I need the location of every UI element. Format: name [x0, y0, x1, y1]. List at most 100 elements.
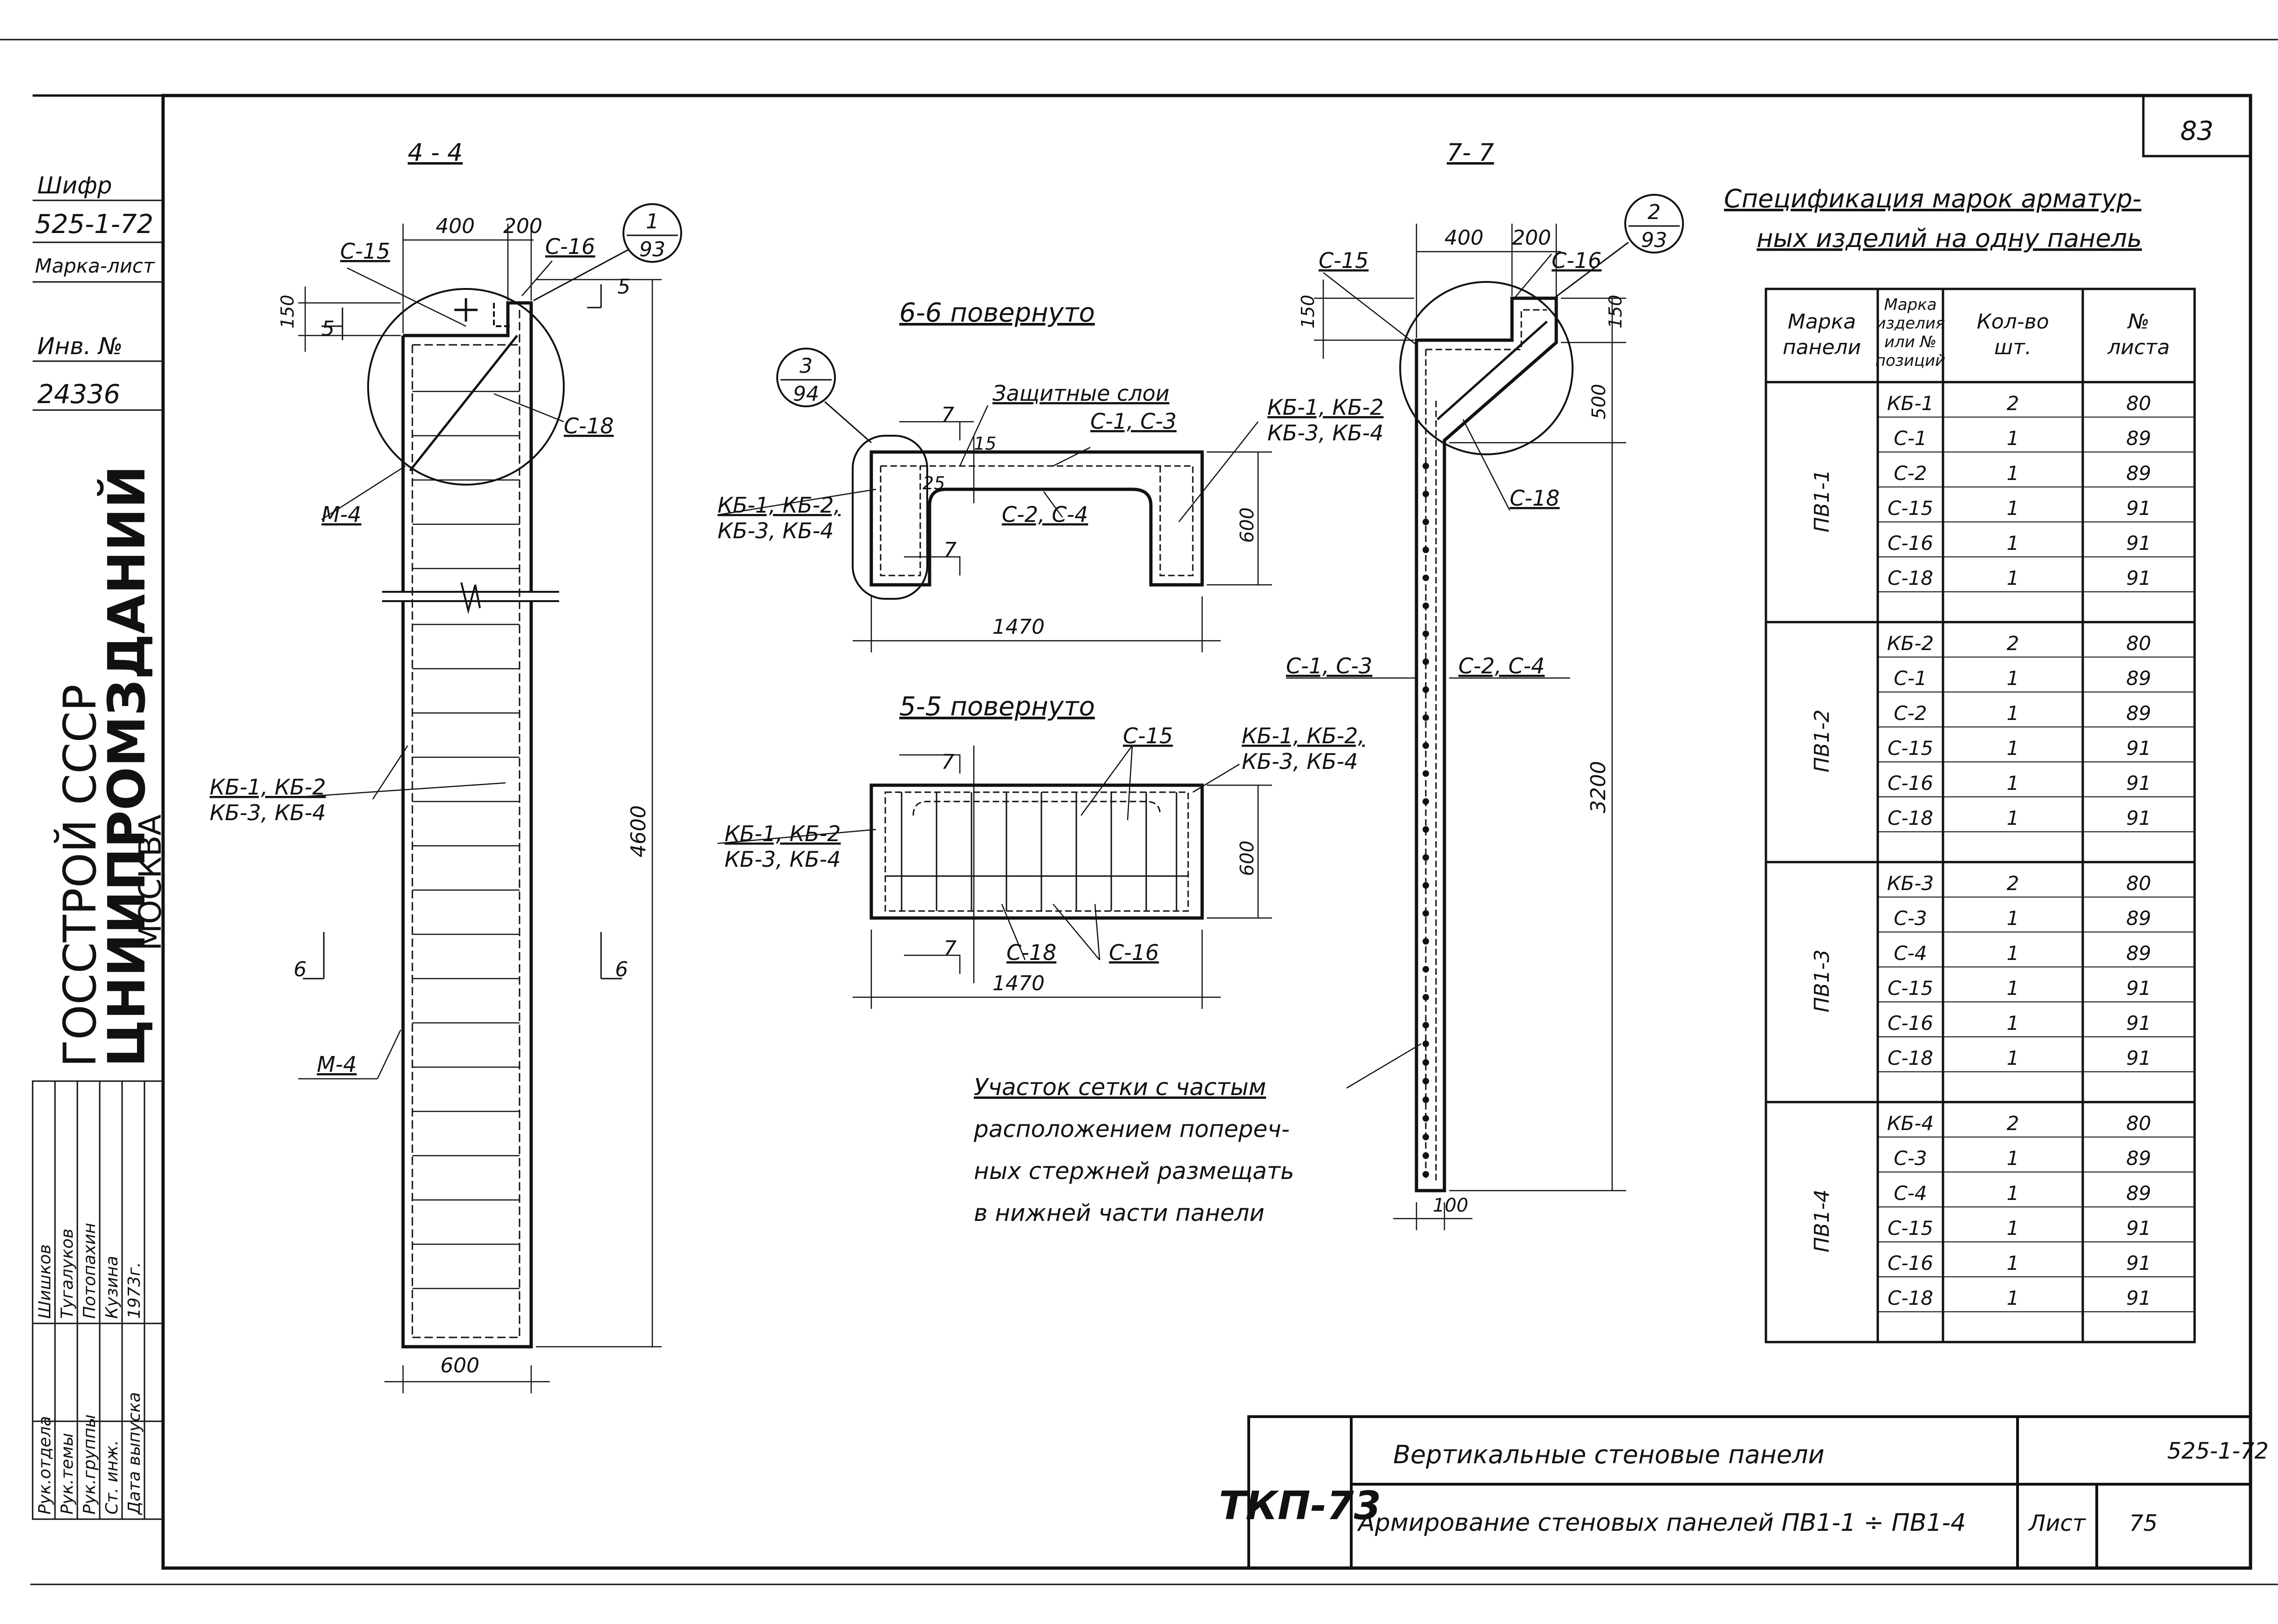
section-5-5: 5-5 повернуто — [717, 692, 1365, 1009]
label-kb-l1-5: КБ-1, КБ-2 — [725, 821, 841, 846]
hdr-item-1: Марка — [1884, 295, 1936, 314]
cell-qty: 1 — [2007, 737, 2019, 760]
label-c15-5: С-15 — [1123, 723, 1173, 748]
section-7-7-title: 7- 7 — [1447, 139, 1494, 167]
spec-title-2: ных изделий на одну панель — [1757, 224, 2142, 253]
dim-150: 150 — [277, 295, 298, 329]
label-kb-2: КБ-3, КБ-4 — [210, 800, 326, 825]
cell-sheet: 80 — [2126, 872, 2151, 895]
cell-qty: 1 — [2007, 807, 2019, 829]
sig-name-2: Тугалуков — [58, 1228, 77, 1319]
stamp: ТКП-73 — [1219, 1483, 1381, 1528]
sig-role-3: Рук.группы — [80, 1414, 99, 1514]
cell-qty: 1 — [2007, 772, 2019, 795]
label-c2c4: С-2, С-4 — [1002, 502, 1088, 527]
cell-sheet: 91 — [2126, 497, 2151, 520]
cut-6-left: 6 — [294, 958, 307, 981]
hdr-item-4: позиций — [1875, 351, 1946, 370]
dim-4600: 4600 — [627, 805, 650, 857]
dim-3200-7: 3200 — [1587, 761, 1610, 813]
title-block: ТКП-73 Вертикальные стеновые панели Арми… — [1219, 1415, 2269, 1569]
label-c18-7: С-18 — [1510, 486, 1560, 511]
dim-25: 25 — [923, 473, 945, 493]
left-strip: Шифр 525-1-72 Марка-лист Инв. № 24336 ГО… — [32, 172, 168, 1520]
cell-mark: С-16 — [1888, 1252, 1933, 1275]
cipher-value: 525-1-72 — [35, 209, 153, 240]
cell-sheet: 89 — [2126, 942, 2151, 965]
callout-3-94: 3 94 — [776, 348, 872, 444]
profile-5-5-rebar — [884, 791, 1189, 912]
cell-qty: 1 — [2007, 567, 2019, 589]
cell-sheet: 89 — [2126, 667, 2151, 690]
cell-mark: КБ-4 — [1887, 1112, 1934, 1135]
org-line-1: ГОССТРОЙ СССР — [54, 684, 106, 1067]
cell-mark: С-16 — [1888, 772, 1933, 795]
title-line-1: Вертикальные стеновые панели — [1393, 1440, 1825, 1469]
dim-500-7: 500 — [1588, 384, 1610, 419]
cell-qty: 1 — [2007, 1217, 2019, 1240]
dims-7-7 — [1286, 224, 1626, 1230]
label-c1c3-7: С-1, С-3 — [1286, 653, 1372, 678]
hdr-panel-1: Марка — [1788, 310, 1856, 334]
spec-table: Спецификация марок арматур- ных изделий … — [1724, 184, 2196, 1343]
org-line-3: МОСКВА — [132, 815, 168, 951]
label-c2c4-7: С-2, С-4 — [1458, 653, 1545, 678]
cut-6-right: 6 — [615, 958, 628, 981]
cell-sheet: 89 — [2126, 427, 2151, 450]
panel-mark: ПВ1-4 — [1810, 1189, 1834, 1252]
cell-mark: С-4 — [1894, 1182, 1927, 1205]
panel-4-4-mesh — [411, 310, 520, 1338]
note-line-2: расположением попереч- — [973, 1116, 1290, 1143]
label-kb-1: КБ-1, КБ-2 — [210, 774, 326, 800]
panel-4-4-outline — [401, 301, 533, 1349]
sig-name-5: 1973г. — [125, 1262, 144, 1319]
panel-4-4-bars — [409, 335, 520, 1289]
cell-qty: 2 — [2007, 392, 2019, 415]
sig-role-2: Рук.темы — [58, 1433, 77, 1514]
cell-sheet: 80 — [2126, 632, 2151, 655]
callout-1-93: 1 93 — [533, 203, 682, 302]
label-c18-5: С-18 — [1006, 940, 1056, 965]
cell-mark: КБ-3 — [1887, 872, 1934, 895]
cell-sheet: 91 — [2126, 567, 2151, 589]
callout-1-top: 1 — [646, 210, 659, 233]
cell-mark: С-4 — [1894, 942, 1927, 965]
cell-qty: 1 — [2007, 1047, 2019, 1069]
dims-4-4 — [298, 224, 662, 1393]
hdr-sheet-1: № — [2127, 310, 2149, 334]
section-4-4: 4 - 4 — [210, 139, 682, 1393]
panel-4-4-node — [367, 288, 565, 486]
mark-sheet-label: Марка-лист — [35, 254, 155, 277]
sig-role-1: Рук.отдела — [35, 1416, 55, 1514]
sig-role-5: Дата выпуска — [125, 1392, 144, 1515]
cell-qty: 2 — [2007, 1112, 2019, 1135]
spec-title-1: Спецификация марок арматур- — [1724, 184, 2141, 213]
cell-mark: С-3 — [1894, 1147, 1927, 1170]
profile-6-6-rebar — [880, 465, 1194, 576]
dim-600-6: 600 — [1237, 507, 1258, 543]
cell-qty: 1 — [2007, 1252, 2019, 1275]
panel-7-7-dots — [1423, 463, 1429, 1178]
dim-150-7-r: 150 — [1605, 295, 1626, 329]
callout-2-bottom: 93 — [1641, 228, 1667, 252]
label-kb-l2-5: КБ-3, КБ-4 — [725, 847, 841, 872]
cut-7-bottom-5: 7 — [944, 937, 957, 960]
cell-mark: С-15 — [1888, 497, 1933, 520]
panel-mark: ПВ1-2 — [1810, 709, 1834, 772]
cell-sheet: 89 — [2126, 1147, 2151, 1170]
cut-5-right: 5 — [617, 275, 630, 299]
cell-qty: 1 — [2007, 462, 2019, 485]
panel-7-7-rebar — [1425, 309, 1548, 1181]
dim-600-5: 600 — [1237, 841, 1258, 876]
hdr-qty-1: Кол-во — [1977, 310, 2049, 334]
cell-mark: С-15 — [1888, 977, 1933, 1000]
cell-qty: 1 — [2007, 702, 2019, 725]
note-line-3: ных стержней размещать — [974, 1158, 1294, 1185]
dim-150-7-l: 150 — [1298, 295, 1318, 329]
inv-label: Инв. № — [37, 333, 123, 360]
section-6-6-title: 6-6 повернуто — [899, 298, 1095, 328]
cipher-label: Шифр — [37, 172, 112, 199]
dims-6-6 — [717, 405, 1272, 652]
sheet-label: Лист — [2028, 1510, 2086, 1536]
cell-mark: С-16 — [1888, 1012, 1933, 1035]
